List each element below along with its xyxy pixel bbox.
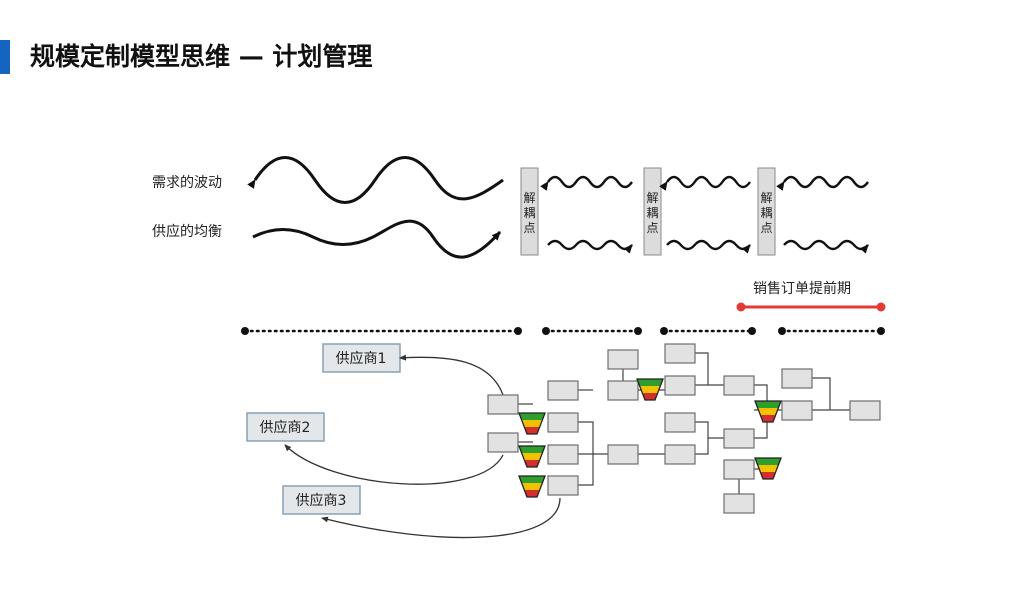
decoupling-point-label: 点 xyxy=(646,221,658,235)
network-node xyxy=(849,400,881,421)
network-node xyxy=(547,412,579,433)
stock-buffer-1 xyxy=(518,412,546,435)
timeline-end-dot xyxy=(634,327,642,335)
network-node xyxy=(664,375,696,396)
network-node xyxy=(547,380,579,401)
supply-small-wave-1 xyxy=(547,239,633,254)
network-connector xyxy=(754,421,768,439)
title-accent-bar xyxy=(0,40,10,74)
network-node xyxy=(487,432,519,453)
network-node xyxy=(723,428,755,449)
stock-buffer-2 xyxy=(518,445,546,468)
supplier-box-2: 供应商2 xyxy=(246,412,325,442)
decoupling-point-3: 解耦点 xyxy=(757,167,776,256)
supplier-3-arrow xyxy=(321,497,561,539)
decoupling-point-2: 解耦点 xyxy=(643,167,662,256)
network-connector xyxy=(578,454,594,486)
supply-small-wave-3 xyxy=(783,239,869,254)
network-connector xyxy=(695,437,724,455)
lead-time-start-dot xyxy=(736,302,746,312)
timeline-end-dot xyxy=(748,327,756,335)
page-title: 规模定制模型思维 — 计划管理 xyxy=(30,42,373,71)
timeline-end-dot xyxy=(877,327,885,335)
supplier-1-arrow xyxy=(399,354,504,396)
network-node xyxy=(547,475,579,496)
stock-buffer-4 xyxy=(636,378,664,401)
network-node xyxy=(723,375,755,396)
decoupling-point-label: 解 xyxy=(760,191,772,205)
supplier-label-3: 供应商3 xyxy=(296,492,347,509)
supplier-label-1: 供应商1 xyxy=(336,350,387,367)
demand-small-wave-3 xyxy=(776,175,869,191)
stock-buffer-3 xyxy=(518,475,546,498)
decoupling-point-1: 解耦点 xyxy=(520,167,539,256)
decoupling-point-label: 解 xyxy=(646,191,658,205)
timeline-start-dot xyxy=(542,327,550,335)
timeline-end-dot xyxy=(514,327,522,335)
decoupling-point-label: 耦 xyxy=(646,206,658,220)
demand-wave-label: 需求的波动 xyxy=(152,175,222,191)
decoupling-point-label: 耦 xyxy=(760,206,772,220)
supplier-label-2: 供应商2 xyxy=(260,419,311,436)
network-node xyxy=(781,400,813,421)
timeline-start-dot xyxy=(241,327,249,335)
supplier-box-1: 供应商1 xyxy=(322,343,401,373)
network-node xyxy=(607,349,639,370)
lead-time-label: 销售订单提前期 xyxy=(753,280,851,297)
network-connector xyxy=(578,421,594,454)
stock-buffer-5 xyxy=(754,400,782,423)
network-node xyxy=(607,380,639,401)
timeline-start-dot xyxy=(660,327,668,335)
network-node xyxy=(664,412,696,433)
timeline-start-dot xyxy=(778,327,786,335)
lead-time-end-dot xyxy=(876,302,886,312)
network-node xyxy=(723,493,755,514)
network-node xyxy=(547,444,579,465)
supply-wave-label: 供应的均衡 xyxy=(152,223,222,240)
stock-buffer-6 xyxy=(754,457,782,480)
decoupling-point-label: 解 xyxy=(523,191,535,205)
demand-wave xyxy=(247,156,504,204)
decoupling-point-label: 点 xyxy=(523,221,535,235)
demand-small-wave-2 xyxy=(659,175,751,191)
network-node xyxy=(664,343,696,364)
network-connector xyxy=(754,384,768,401)
network-node xyxy=(723,459,755,480)
network-node xyxy=(487,394,519,415)
supplier-box-3: 供应商3 xyxy=(282,485,361,515)
supply-wave xyxy=(252,219,502,259)
network-node xyxy=(664,444,696,465)
network-node xyxy=(781,368,813,389)
supply-small-wave-2 xyxy=(666,239,751,254)
network-connector xyxy=(695,421,709,438)
demand-small-wave-1 xyxy=(540,175,633,191)
network-node xyxy=(607,444,639,465)
network-connector xyxy=(812,377,831,410)
decoupling-point-label: 点 xyxy=(760,221,772,235)
supplier-2-arrow xyxy=(284,444,504,485)
network-connector xyxy=(695,352,709,385)
decoupling-point-label: 耦 xyxy=(523,206,535,220)
